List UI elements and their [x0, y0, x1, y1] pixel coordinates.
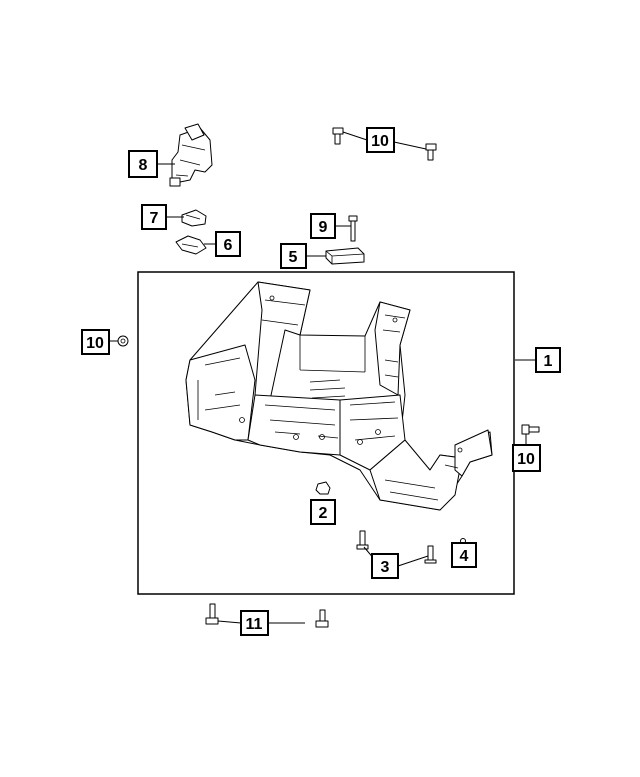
- callout-3-label: 3: [381, 559, 390, 576]
- leader-3-b: [397, 555, 429, 567]
- clip-nut-part-2: [315, 481, 331, 495]
- callout-4: 4: [451, 542, 477, 568]
- callout-10-top-label: 10: [371, 133, 389, 150]
- battery-tray-part: [185, 281, 493, 511]
- callout-10-top: 10: [366, 127, 395, 153]
- callout-2: 2: [310, 499, 336, 525]
- nut-part-10-left: [117, 335, 129, 347]
- callout-8-label: 8: [139, 157, 148, 174]
- spacer-block-part: [325, 247, 365, 265]
- callout-10-left: 10: [81, 329, 110, 355]
- callout-5: 5: [280, 243, 307, 269]
- clip-part-7: [181, 209, 207, 227]
- callout-4-label: 4: [460, 548, 469, 565]
- assembly-frame: [137, 271, 515, 595]
- callout-11-label: 11: [246, 616, 263, 633]
- callout-1: 1: [535, 347, 561, 373]
- screw-part-3: [356, 530, 437, 564]
- callout-6-label: 6: [224, 237, 233, 254]
- callout-5-label: 5: [289, 249, 298, 266]
- callout-3: 3: [371, 553, 399, 579]
- callout-9-label: 9: [319, 219, 328, 236]
- callout-2-label: 2: [319, 505, 328, 522]
- leader-10-top-a: [342, 131, 368, 141]
- clip-part-6: [175, 235, 207, 255]
- leader-10-top-b: [393, 141, 427, 150]
- callout-9: 9: [310, 213, 336, 239]
- callout-1-label: 1: [544, 353, 553, 370]
- callout-10-right-label: 10: [517, 451, 535, 468]
- harness-bracket-part: [169, 123, 213, 187]
- callout-7: 7: [141, 204, 167, 230]
- callout-10-right: 10: [512, 444, 541, 472]
- bolt-part-11: [205, 603, 329, 628]
- leader-11-a: [217, 620, 242, 624]
- callout-8: 8: [128, 150, 158, 178]
- callout-7-label: 7: [150, 210, 159, 227]
- bolt-part-10-top: [332, 127, 437, 161]
- bolt-part-10-right: [521, 424, 540, 435]
- callout-10-left-label: 10: [86, 335, 104, 352]
- bolt-part-9: [348, 215, 358, 242]
- callout-11: 11: [240, 610, 269, 636]
- callout-6: 6: [215, 231, 241, 257]
